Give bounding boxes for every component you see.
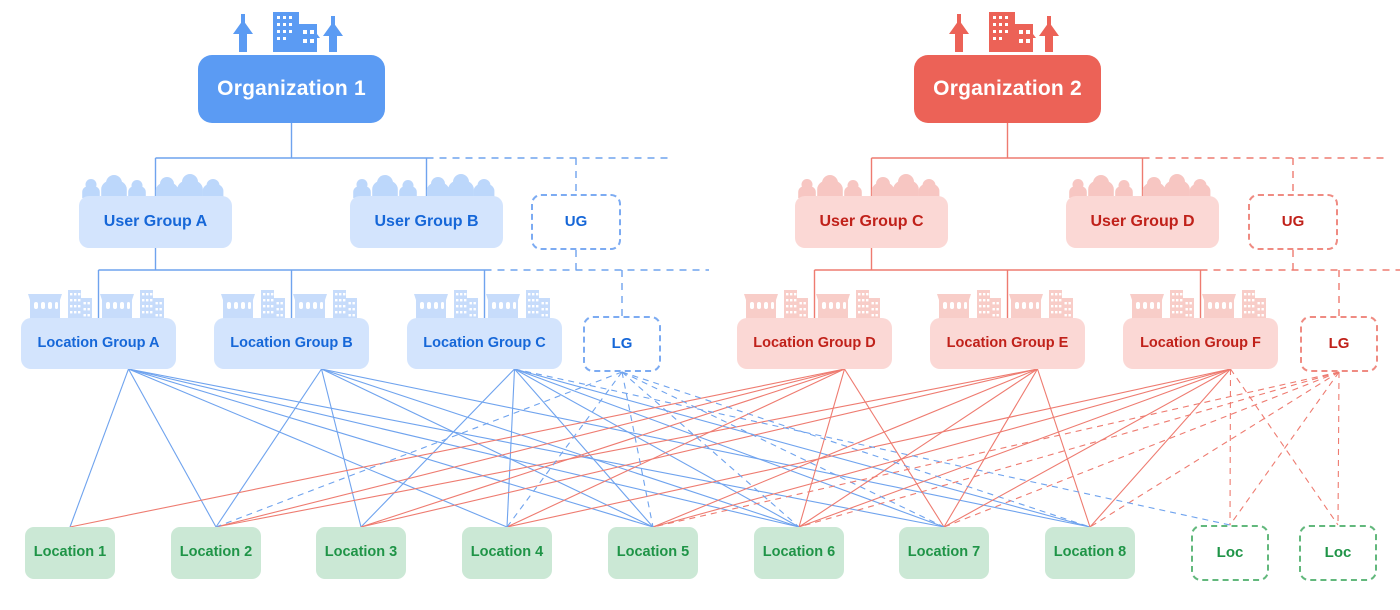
user-group-node-d-label: User Group D [1090, 213, 1195, 231]
user-group-node-c[interactable]: User Group C [795, 196, 948, 248]
connector-line [215, 368, 1038, 528]
connector-line [360, 368, 845, 528]
location-group-node-b[interactable]: Location Group B [214, 318, 369, 369]
connector-line [69, 368, 130, 528]
connector-line [1089, 371, 1340, 528]
connector-line [652, 368, 1231, 528]
location-placeholder-2[interactable]: Loc [1299, 525, 1377, 581]
location-group-node-f-label: Location Group F [1140, 334, 1261, 351]
location-group-node-d-label: Location Group D [753, 334, 876, 351]
organization-node-2[interactable]: Organization 2 [914, 55, 1101, 123]
connector-line [844, 368, 945, 528]
location-group-placeholder-blue[interactable]: LG [583, 316, 661, 372]
location-placeholder-1[interactable]: Loc [1191, 525, 1269, 581]
connector-line [798, 368, 1231, 528]
connector-line [1230, 368, 1339, 526]
user-group-placeholder-blue[interactable]: UG [531, 194, 621, 250]
connector-line [128, 368, 800, 528]
connector-line [215, 368, 845, 528]
connector-line [943, 371, 1340, 528]
connector-line [128, 368, 654, 528]
connector-line [514, 368, 800, 528]
location-group-node-d[interactable]: Location Group D [737, 318, 892, 369]
location-placeholder-1-label: Loc [1216, 543, 1244, 561]
connector-line [321, 368, 800, 528]
location-group-node-e-label: Location Group E [946, 334, 1069, 351]
location-node-7-label: Location 7 [907, 544, 981, 561]
location-group-placeholder-red-label: LG [1328, 334, 1350, 352]
location-node-4-label: Location 4 [470, 544, 544, 561]
organization-node-2-label: Organization 2 [933, 77, 1082, 101]
location-node-1-label: Location 1 [33, 544, 107, 561]
location-group-node-c[interactable]: Location Group C [407, 318, 562, 369]
connector-line [506, 368, 845, 528]
location-group-node-c-label: Location Group C [423, 334, 546, 351]
connector-line [321, 368, 1091, 528]
location-node-6[interactable]: Location 6 [754, 527, 844, 579]
connector-line [1036, 368, 1091, 528]
connector-line [128, 368, 508, 528]
connector-line [514, 368, 1091, 528]
connector-line [321, 368, 654, 528]
location-group-node-b-label: Location Group B [230, 334, 353, 351]
user-group-node-b-label: User Group B [374, 213, 479, 231]
connector-line [506, 368, 1231, 528]
connector-line [798, 371, 1340, 528]
location-group-node-a[interactable]: Location Group A [21, 318, 176, 369]
connector-line [943, 368, 1231, 528]
user-group-node-b[interactable]: User Group B [350, 196, 503, 248]
user-group-node-a-label: User Group A [103, 213, 208, 231]
connector-line [621, 371, 1091, 528]
location-node-6-label: Location 6 [762, 544, 836, 561]
connector-line [621, 371, 654, 528]
connector-line [360, 368, 1038, 528]
connector-line [1229, 371, 1340, 526]
connector-line [514, 368, 1231, 526]
connector-line [652, 371, 1340, 528]
location-placeholder-2-label: Loc [1324, 543, 1352, 561]
location-node-1[interactable]: Location 1 [25, 527, 115, 579]
organization-node-1-label: Organization 1 [217, 77, 366, 101]
user-group-placeholder-red-label: UG [1281, 212, 1305, 230]
location-group-placeholder-red[interactable]: LG [1300, 316, 1378, 372]
connector-line [943, 368, 1038, 528]
location-node-4[interactable]: Location 4 [462, 527, 552, 579]
location-node-8[interactable]: Location 8 [1045, 527, 1135, 579]
location-node-8-label: Location 8 [1053, 544, 1127, 561]
user-group-node-c-label: User Group C [819, 213, 924, 231]
location-node-2[interactable]: Location 2 [171, 527, 261, 579]
connector-line [798, 368, 846, 528]
connector-line [798, 368, 1038, 528]
connector-line [128, 368, 217, 528]
location-group-placeholder-blue-label: LG [611, 334, 633, 352]
user-group-placeholder-blue-label: UG [564, 212, 588, 230]
user-group-placeholder-red[interactable]: UG [1248, 194, 1338, 250]
location-node-5[interactable]: Location 5 [608, 527, 698, 579]
location-node-5-label: Location 5 [616, 544, 690, 561]
connector-line [506, 368, 516, 528]
location-node-7[interactable]: Location 7 [899, 527, 989, 579]
location-group-node-a-label: Location Group A [37, 334, 160, 351]
location-node-3-label: Location 3 [324, 544, 398, 561]
connector-line [128, 368, 945, 528]
connector-line [1337, 371, 1340, 526]
location-node-3[interactable]: Location 3 [316, 527, 406, 579]
user-group-node-a[interactable]: User Group A [79, 196, 232, 248]
connector-line [1089, 368, 1231, 528]
location-group-node-f[interactable]: Location Group F [1123, 318, 1278, 369]
location-node-2-label: Location 2 [179, 544, 253, 561]
user-group-node-d[interactable]: User Group D [1066, 196, 1219, 248]
organization-node-1[interactable]: Organization 1 [198, 55, 385, 123]
location-group-node-e[interactable]: Location Group E [930, 318, 1085, 369]
connector-line [652, 368, 1038, 528]
connector-line [360, 368, 515, 528]
connector-line [215, 368, 322, 528]
connector-line [1229, 368, 1232, 526]
connector-line [69, 368, 845, 528]
